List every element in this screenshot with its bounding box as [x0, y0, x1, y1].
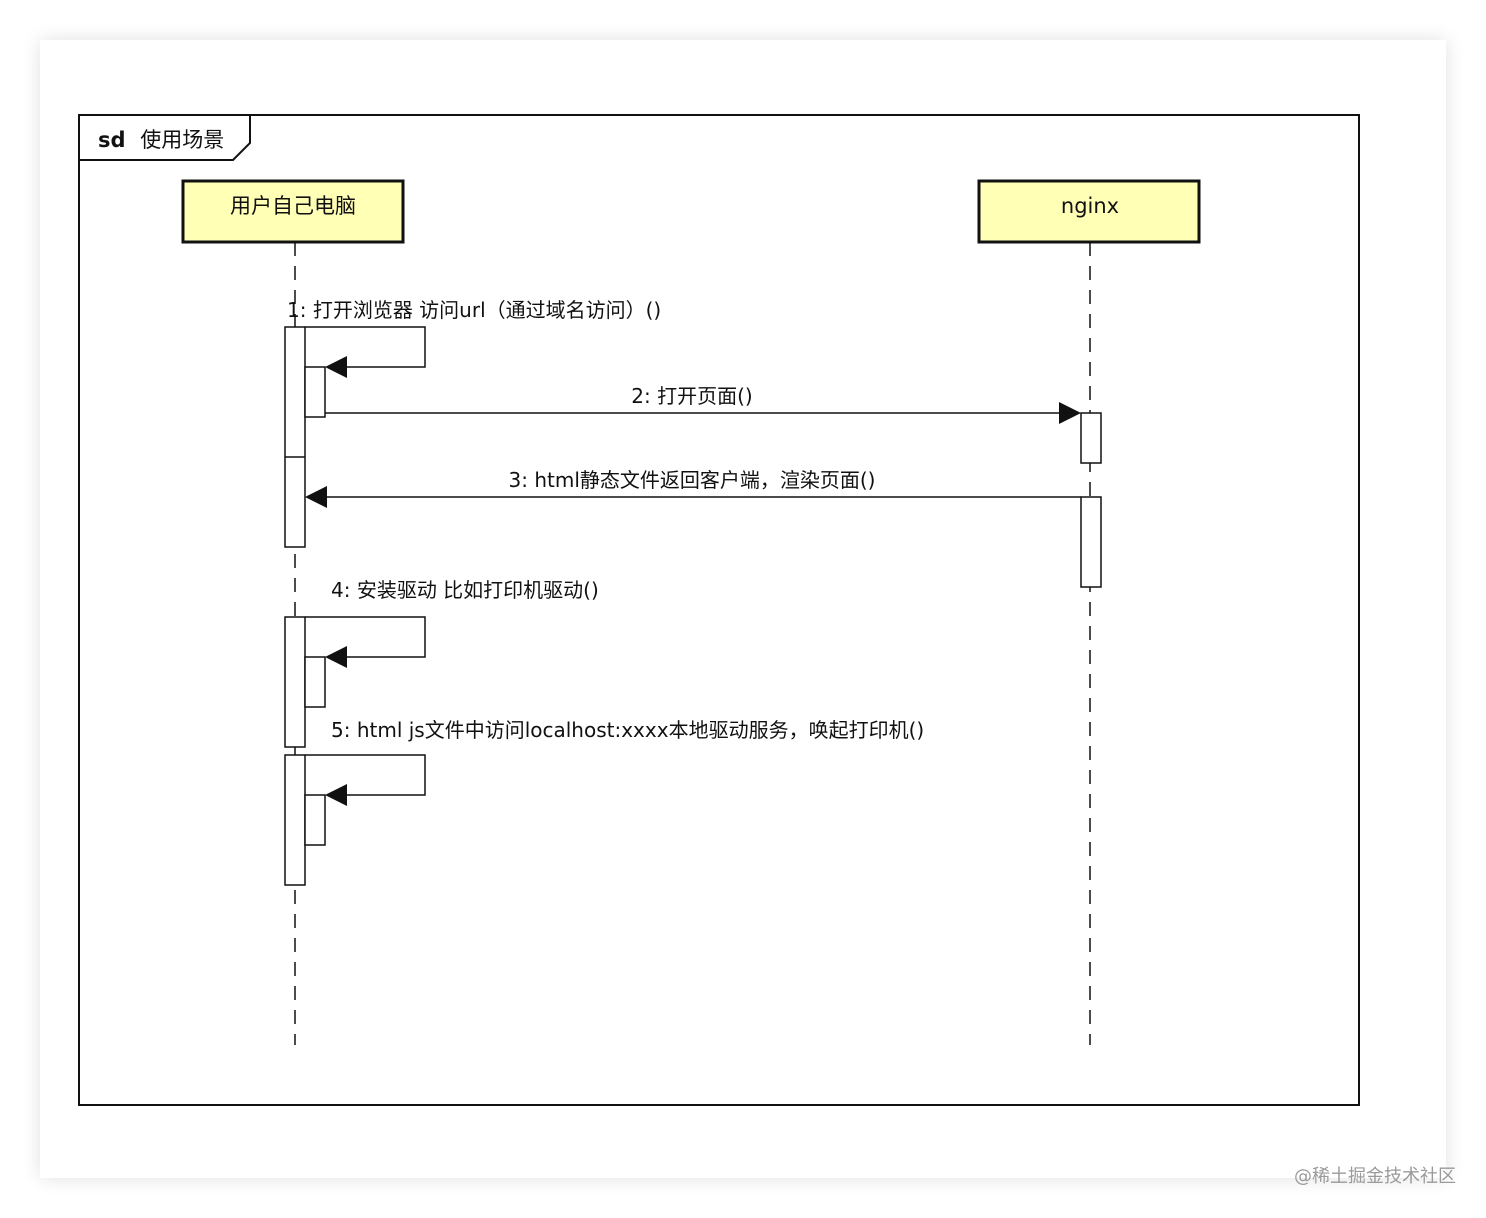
message-1-label: 1: 打开浏览器 访问url（通过域名访问）(): [287, 298, 661, 322]
frame-border: [78, 114, 1360, 1106]
message-3-label: 3: html静态文件返回客户端，渲染页面(): [509, 468, 876, 492]
lifeline-box-user-computer: [181, 179, 405, 244]
activation-bar-user-1-nested: [304, 366, 326, 418]
activation-bar-nginx-2: [1080, 496, 1102, 588]
activation-bar-user-2-nested: [304, 656, 326, 708]
frame-title-tab: [79, 115, 251, 161]
message-2-label: 2: 打开页面(): [631, 384, 752, 408]
lifeline-label-nginx: nginx: [1061, 194, 1119, 218]
activation-bar-user-3: [284, 754, 306, 886]
lifeline-label-user-computer: 用户自己电脑: [230, 194, 356, 218]
frame-name: 使用场景: [140, 128, 224, 152]
message-1-arrow: [305, 326, 426, 378]
lifeline-box-nginx: [977, 179, 1201, 244]
message-4-arrow: [305, 616, 426, 668]
frame-keyword: sd: [98, 128, 126, 152]
activation-bar-user-3-nested: [304, 794, 326, 846]
frame-title: sd 使用场景: [98, 128, 224, 152]
watermark-text: @稀土掘金技术社区: [1294, 1166, 1456, 1187]
message-4-label: 4: 安装驱动 比如打印机驱动(): [331, 578, 599, 602]
activation-bar-nginx-1: [1080, 412, 1102, 464]
activation-bar-user-2: [284, 616, 306, 748]
message-5-arrow: [305, 754, 426, 806]
activation-bar-user-1: [284, 326, 306, 548]
message-5-label: 5: html js文件中访问localhost:xxxx本地驱动服务，唤起打印…: [331, 718, 924, 742]
